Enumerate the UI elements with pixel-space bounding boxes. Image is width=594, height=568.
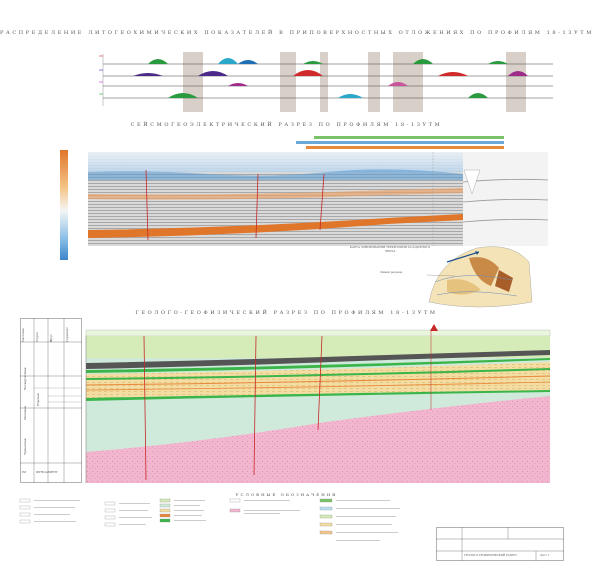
pz-label: PZ [22, 470, 27, 474]
strat-triassic: Триасовая [23, 438, 27, 455]
header-horizon: Горизонт [65, 327, 69, 342]
resistivity-bars [296, 136, 504, 149]
map-caption: КАРТА ЗОНИРОВАНИЯ ТЕРРИТОРИИ ОСАДОЧНОГО … [349, 245, 431, 253]
strat-jurassic: Юрская [36, 393, 40, 406]
seismic-color-scale [60, 150, 68, 260]
strat-cretaceous: Меловая [23, 406, 27, 420]
map-callout: Линия разреза [380, 270, 403, 274]
profile-marker-icon [430, 324, 438, 331]
geochem-title: РАСПРЕДЕЛЕНИЕ ЛИТОГЕОХИМИЧЕСКИХ ПОКАЗАТЕ… [0, 30, 594, 36]
seismic-section [88, 152, 549, 246]
header-series: Отдел [35, 332, 39, 342]
title-block-stamp [436, 527, 564, 561]
stamp-title: ГЕОЛОГО-ГЕОФИЗИЧЕСКИЙ РАЗРЕЗ [464, 554, 517, 557]
header-stage: Ярус [49, 334, 53, 342]
legend-block [19, 498, 400, 541]
stamp-sheet: Лист 1 [540, 554, 550, 557]
seismo-title: СЕЙСМОГЕОЭЛЕКТРИЧЕСКИЙ РАЗРЕЗ ПО ПРОФИЛЯ… [130, 122, 443, 128]
geological-title: ГЕОЛОГО-ГЕОФИЗИЧЕСКИЙ РАЗРЕЗ ПО ПРОФИЛЯМ… [135, 310, 438, 316]
strat-column-grid [20, 318, 82, 483]
geochem-profile-panel [99, 52, 553, 112]
basement-label: ФУНДАМЕНТ [36, 470, 58, 474]
legend-title: УСЛОВНЫЕ ОБОЗНАЧЕНИЯ [235, 492, 338, 497]
zoning-map [426, 246, 533, 308]
strat-quaternary: Четвертичная [23, 367, 27, 390]
header-system: Система [21, 328, 25, 342]
geological-section [85, 329, 551, 483]
